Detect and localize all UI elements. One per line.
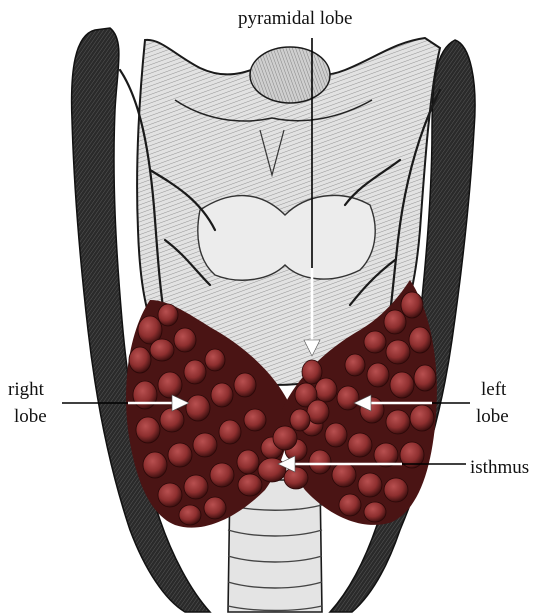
label-pyramidal-lobe: pyramidal lobe (238, 8, 353, 30)
label-right-lobe-line1: right (8, 379, 44, 401)
label-right-lobe-line2: lobe (14, 406, 47, 428)
label-left-lobe-line1: left (481, 379, 506, 401)
label-isthmus: isthmus (470, 457, 529, 479)
label-left-lobe-line2: lobe (476, 406, 509, 428)
